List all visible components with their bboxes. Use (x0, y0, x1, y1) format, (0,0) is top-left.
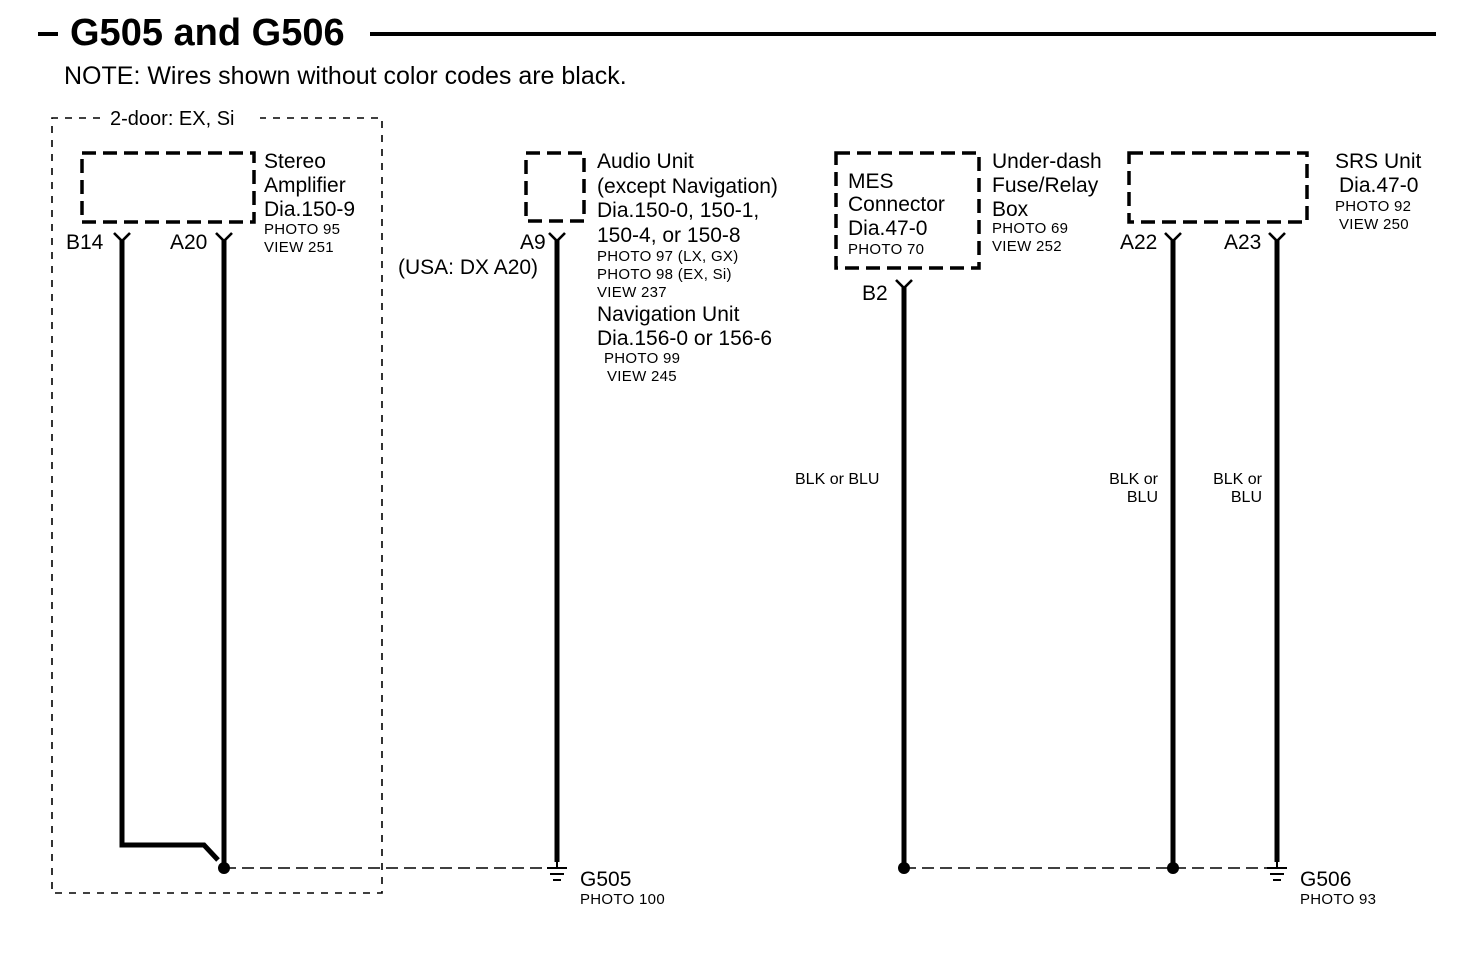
audio-unit-diagram-1: Dia.150-0, 150-1, (597, 199, 760, 222)
underdash-photo: PHOTO 69 (992, 220, 1069, 237)
underdash-name-1: Under-dash (992, 150, 1102, 173)
pin-b14-label: B14 (66, 231, 104, 254)
underdash-name-2: Fuse/Relay (992, 174, 1099, 197)
mes-diagram: Dia.47-0 (848, 217, 928, 240)
wire-a23-color-1: BLK or (1213, 471, 1262, 488)
mes-connector-box (834, 151, 981, 270)
g506-label: G506 (1300, 868, 1352, 891)
srs-unit-photo: PHOTO 92 (1335, 198, 1412, 215)
audio-unit-diagram-2: 150-4, or 150-8 (597, 224, 741, 247)
wire-a23-color-2: BLU (1230, 489, 1262, 506)
underdash-view: VIEW 252 (992, 238, 1062, 255)
pin-a22-label: A22 (1120, 231, 1158, 254)
terminal-a23 (1268, 232, 1286, 243)
option-region-label: 2-door: EX, Si (110, 108, 235, 130)
g506-photo: PHOTO 93 (1300, 891, 1377, 908)
mes-name-2: Connector (848, 193, 945, 216)
terminal-b2 (895, 279, 913, 290)
srs-unit-box (1127, 151, 1309, 224)
srs-unit-name: SRS Unit (1335, 150, 1422, 173)
stereo-amp-diagram: Dia.150-9 (264, 198, 356, 221)
stereo-amp-name-2: Amplifier (264, 174, 346, 197)
g505-label: G505 (580, 868, 632, 891)
terminal-a9 (548, 232, 566, 243)
terminal-a22 (1164, 232, 1182, 243)
audio-unit-box (524, 151, 586, 223)
terminal-a20 (215, 232, 233, 243)
audio-unit-photo-1: PHOTO 97 (LX, GX) (597, 248, 739, 265)
stereo-amp-view: VIEW 251 (264, 239, 334, 256)
option-region-border (51, 117, 383, 894)
pin-a9-label: A9 (520, 231, 546, 254)
navigation-unit-name: Navigation Unit (597, 303, 740, 326)
g506-ground-icon (1267, 860, 1287, 881)
stereo-amp-name-1: Stereo (264, 150, 326, 173)
pin-a9-note: (USA: DX A20) (398, 256, 539, 279)
g505-ground-icon (547, 860, 567, 881)
mes-photo: PHOTO 70 (848, 241, 925, 258)
splice-a22 (1167, 862, 1179, 874)
underdash-name-3: Box (992, 198, 1029, 221)
navigation-unit-photo: PHOTO 99 (604, 350, 681, 367)
stereo-amplifier-box (80, 151, 256, 224)
navigation-unit-diagram: Dia.156-0 or 156-6 (597, 327, 773, 350)
audio-unit-view: VIEW 237 (597, 284, 667, 301)
splice-a20 (218, 862, 230, 874)
page-title: G505 and G506 (70, 12, 345, 54)
wire-a22-color-2: BLU (1126, 489, 1158, 506)
g505-photo: PHOTO 100 (580, 891, 665, 908)
terminal-b14 (113, 232, 131, 243)
srs-unit-view: VIEW 250 (1339, 216, 1409, 233)
srs-unit-diagram: Dia.47-0 (1339, 174, 1419, 197)
wire-a22-color-1: BLK or (1109, 471, 1158, 488)
pin-a23-label: A23 (1224, 231, 1262, 254)
note-text: NOTE: Wires shown without color codes ar… (64, 62, 627, 90)
mes-name-1: MES (848, 170, 894, 193)
wire-b2-color: BLK or BLU (795, 471, 880, 488)
pin-b2-label: B2 (862, 282, 888, 305)
audio-unit-name: Audio Unit (597, 150, 694, 173)
navigation-unit-view: VIEW 245 (607, 368, 677, 385)
splice-b2 (898, 862, 910, 874)
pin-a20-label: A20 (170, 231, 208, 254)
audio-unit-qualifier: (except Navigation) (597, 175, 778, 198)
wire-b14 (119, 240, 220, 862)
stereo-amp-photo: PHOTO 95 (264, 221, 341, 238)
audio-unit-photo-2: PHOTO 98 (EX, Si) (597, 266, 732, 283)
